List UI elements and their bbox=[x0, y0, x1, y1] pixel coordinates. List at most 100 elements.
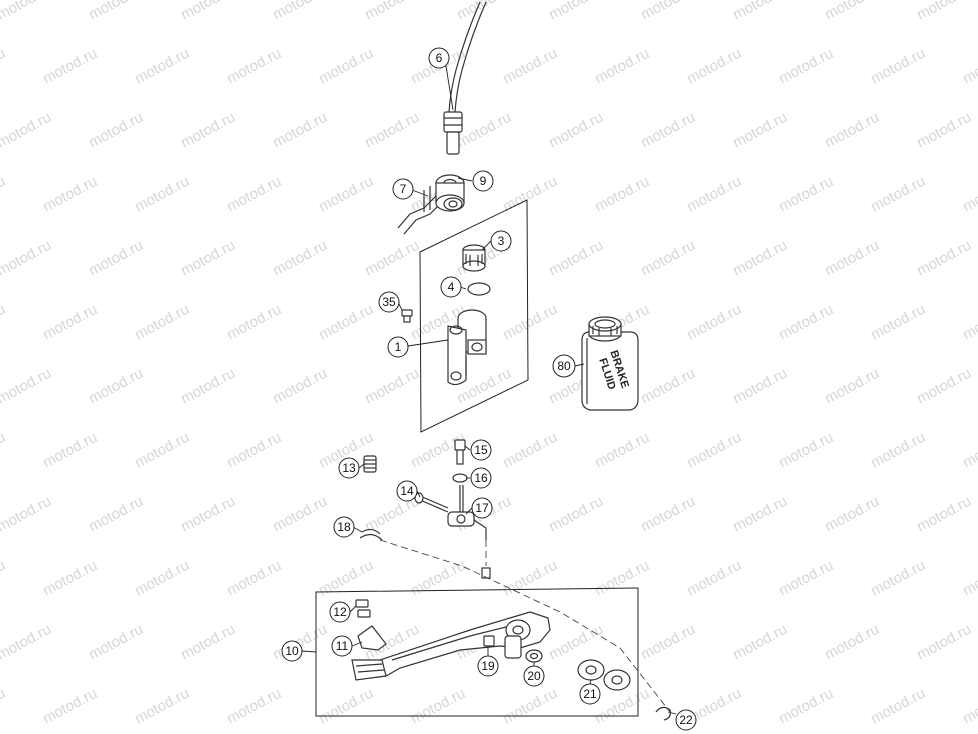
watermark-text: motod.ru bbox=[270, 237, 330, 280]
watermark-text: motod.ru bbox=[224, 301, 284, 344]
watermark-text: motod.ru bbox=[776, 173, 836, 216]
callout-7[interactable]: 7 bbox=[392, 178, 414, 200]
reservoir-cap bbox=[462, 244, 486, 272]
callout-22[interactable]: 22 bbox=[675, 709, 697, 731]
watermark-text: motod.ru bbox=[822, 237, 882, 280]
watermark-text: motod.ru bbox=[132, 173, 192, 216]
watermark-text: motod.ru bbox=[914, 237, 974, 280]
watermark-text: motod.ru bbox=[546, 109, 606, 152]
svg-text:14: 14 bbox=[400, 484, 414, 498]
watermark-text: motod.ru bbox=[960, 685, 978, 728]
watermark-text: motod.ru bbox=[592, 429, 652, 472]
watermark-text: motod.ru bbox=[730, 493, 790, 536]
watermark-text: motod.ru bbox=[86, 493, 146, 536]
watermark-text: motod.ru bbox=[960, 429, 978, 472]
watermark-text: motod.ru bbox=[224, 45, 284, 88]
watermark-text: motod.ru bbox=[638, 109, 698, 152]
watermark-text: motod.ru bbox=[500, 45, 560, 88]
watermark-text: motod.ru bbox=[868, 45, 928, 88]
watermark-text: motod.ru bbox=[730, 237, 790, 280]
callout-17[interactable]: 17 bbox=[471, 497, 493, 519]
watermark-text: motod.ru bbox=[132, 429, 192, 472]
watermark-text: motod.ru bbox=[822, 493, 882, 536]
brake-pedal bbox=[351, 611, 551, 681]
watermark-text: motod.ru bbox=[224, 429, 284, 472]
watermark-text: motod.ru bbox=[592, 557, 652, 600]
callout-14[interactable]: 14 bbox=[396, 480, 418, 502]
watermark-text: motod.ru bbox=[0, 237, 54, 280]
watermark-text: motod.ru bbox=[0, 557, 8, 600]
watermark-text: motod.ru bbox=[316, 557, 376, 600]
watermark-text: motod.ru bbox=[40, 301, 100, 344]
watermark-text: motod.ru bbox=[914, 621, 974, 664]
callout-21[interactable]: 21 bbox=[579, 683, 601, 705]
watermark-text: motod.ru bbox=[0, 621, 54, 664]
watermark-text: motod.ru bbox=[316, 45, 376, 88]
assembly-axis-line bbox=[379, 539, 671, 713]
callout-3[interactable]: 3 bbox=[490, 230, 512, 252]
callout-12[interactable]: 12 bbox=[329, 601, 351, 623]
screw-35 bbox=[401, 309, 413, 323]
callout-6[interactable]: 6 bbox=[428, 47, 450, 69]
watermark-text: motod.ru bbox=[500, 557, 560, 600]
callout-20[interactable]: 20 bbox=[523, 665, 545, 687]
callout-10[interactable]: 10 bbox=[281, 640, 303, 662]
watermark-text: motod.ru bbox=[224, 557, 284, 600]
watermark-text: motod.ru bbox=[914, 493, 974, 536]
svg-text:7: 7 bbox=[400, 182, 407, 196]
watermark-text: motod.ru bbox=[224, 173, 284, 216]
watermark-text: motod.ru bbox=[638, 365, 698, 408]
callout-9[interactable]: 9 bbox=[472, 170, 494, 192]
watermark-text: motod.ru bbox=[454, 0, 514, 24]
watermark-text: motod.ru bbox=[684, 173, 744, 216]
watermark-text: motod.ru bbox=[40, 557, 100, 600]
watermark-text: motod.ru bbox=[178, 493, 238, 536]
watermark-text: motod.ru bbox=[316, 173, 376, 216]
push-rod-assembly bbox=[414, 439, 491, 579]
watermark-text: motod.ru bbox=[500, 301, 560, 344]
callout-11[interactable]: 11 bbox=[331, 635, 353, 657]
svg-text:22: 22 bbox=[679, 713, 693, 727]
watermark-text: motod.ru bbox=[0, 301, 8, 344]
svg-text:12: 12 bbox=[333, 605, 347, 619]
svg-text:9: 9 bbox=[480, 174, 487, 188]
watermark-text: motod.ru bbox=[776, 301, 836, 344]
svg-text:19: 19 bbox=[481, 659, 495, 673]
watermark-text: motod.ru bbox=[868, 429, 928, 472]
watermark-text: motod.ru bbox=[546, 237, 606, 280]
callout-35[interactable]: 35 bbox=[378, 291, 400, 313]
watermark-text: motod.ru bbox=[822, 365, 882, 408]
watermark-text: motod.ru bbox=[730, 109, 790, 152]
pedal-tip-11 bbox=[357, 625, 387, 651]
watermark-text: motod.ru bbox=[960, 557, 978, 600]
callout-4[interactable]: 4 bbox=[440, 276, 462, 298]
watermark-text: motod.ru bbox=[270, 493, 330, 536]
leader-lines bbox=[301, 65, 677, 715]
bolt-19 bbox=[483, 635, 495, 647]
callout-15[interactable]: 15 bbox=[470, 439, 492, 461]
watermark-text: motod.ru bbox=[500, 429, 560, 472]
watermark-text: motod.ru bbox=[868, 685, 928, 728]
watermark-text: motod.ru bbox=[316, 685, 376, 728]
watermark-text: motod.ru bbox=[684, 429, 744, 472]
watermark-text: motod.ru bbox=[592, 173, 652, 216]
watermark-text: motod.ru bbox=[960, 301, 978, 344]
callout-18[interactable]: 18 bbox=[333, 516, 355, 538]
callout-13[interactable]: 13 bbox=[338, 457, 360, 479]
svg-text:15: 15 bbox=[474, 443, 488, 457]
svg-text:18: 18 bbox=[337, 520, 351, 534]
svg-text:35: 35 bbox=[382, 295, 396, 309]
callout-80[interactable]: 80 bbox=[552, 354, 576, 378]
svg-text:4: 4 bbox=[448, 280, 455, 294]
watermark-text: motod.ru bbox=[270, 109, 330, 152]
callout-16[interactable]: 16 bbox=[470, 467, 492, 489]
watermark-text: motod.ru bbox=[776, 429, 836, 472]
svg-text:16: 16 bbox=[474, 471, 488, 485]
watermark-text: motod.ru bbox=[0, 45, 8, 88]
watermark-text: motod.ru bbox=[500, 685, 560, 728]
callout-1[interactable]: 1 bbox=[387, 336, 409, 358]
watermark-text: motod.ru bbox=[546, 621, 606, 664]
svg-text:1: 1 bbox=[395, 340, 402, 354]
callout-19[interactable]: 19 bbox=[477, 655, 499, 677]
